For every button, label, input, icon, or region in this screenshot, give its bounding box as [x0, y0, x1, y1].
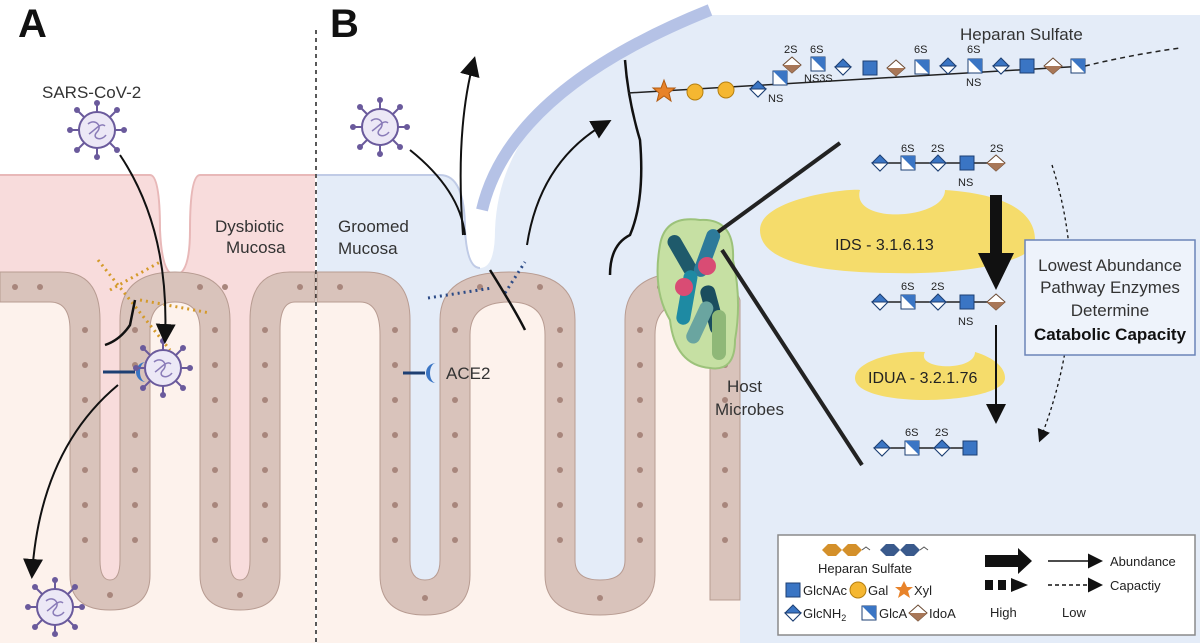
legend-high: High	[990, 605, 1017, 620]
hs-chain-main	[627, 47, 1181, 103]
villus-epithelium-a	[0, 271, 316, 611]
panel-a-letter: A	[18, 2, 47, 46]
glca-icon	[861, 605, 877, 621]
s1-6s: 6S	[901, 143, 914, 155]
virus-bound-icon	[132, 337, 194, 399]
callout-line-2: Pathway Enzymes	[1040, 278, 1180, 297]
legend-gal: Gal	[868, 583, 888, 598]
mod-6s-2: 6S	[914, 44, 927, 56]
ace2-receptor-b	[403, 363, 436, 383]
idua-enzyme-shape	[855, 351, 1005, 400]
mod-6s-3: 6S	[967, 44, 980, 56]
xyl-icon	[895, 581, 913, 598]
nuclei-a	[12, 284, 303, 598]
ace2-label: ACE2	[446, 364, 490, 383]
panel-b-letter: B	[330, 2, 359, 46]
mod-2s-1: 2S	[784, 44, 797, 56]
legend-thick-dashed-arrow	[1011, 578, 1028, 592]
glcnac-icon	[785, 582, 801, 598]
mod-ns3s: NS3S	[804, 73, 833, 85]
mod-ns-2: NS	[966, 77, 981, 89]
host-microbes	[656, 218, 740, 370]
nuclei-b	[337, 284, 728, 601]
legend-glca: GlcA	[879, 606, 908, 621]
legend-abundance: Abundance	[1110, 554, 1176, 569]
infection-arrow	[119, 154, 176, 344]
idua-enzyme-label: IDUA - 3.2.1.76	[868, 370, 977, 387]
legend: Heparan Sulfate GlcNAc Gal Xyl GlcNH2 Gl…	[777, 534, 1196, 636]
hs-chain-a	[104, 299, 137, 347]
mod-6s-1: 6S	[810, 44, 823, 56]
dotted-chain-b2	[503, 261, 527, 294]
callout-box	[1024, 239, 1196, 356]
cleaved-chain-b	[488, 269, 527, 331]
hs-fragment-3	[873, 439, 978, 457]
s1-ns: NS	[958, 177, 973, 189]
virus-released-icon	[24, 576, 86, 638]
legend-glcnac: GlcNAc	[803, 583, 848, 598]
legend-hs-blue	[880, 544, 929, 556]
zoom-line-top	[716, 141, 842, 234]
callout-line-4: Catabolic Capacity	[1034, 325, 1187, 344]
legend-glcnh2: GlcNH2	[803, 606, 846, 623]
virus-icon-b	[349, 96, 411, 158]
panel-a: A SARS-CoV-2 Dysbiotic Mucosa	[0, 0, 316, 643]
release-arrow	[23, 384, 119, 579]
ids-enzyme-shape	[760, 189, 1035, 274]
panel-b: ACE2 Host Microbes Groomed Mucosa B	[316, 2, 1200, 643]
callout-line-3: Determine	[1071, 301, 1149, 320]
s3-2s: 2S	[935, 427, 948, 439]
hs-fragment-1	[871, 154, 1006, 172]
mod-ns-1: NS	[768, 93, 783, 105]
callout-line-1: Lowest Abundance	[1038, 256, 1182, 275]
s2-ns: NS	[958, 316, 973, 328]
ids-enzyme-label: IDS - 3.1.6.13	[835, 237, 934, 254]
hs-fragment-2	[871, 293, 1006, 311]
virus-icon	[66, 99, 128, 161]
dysbiotic-label-2: Mucosa	[226, 238, 286, 257]
groomed-label-1: Groomed	[338, 217, 409, 236]
legend-hs-orange	[822, 544, 871, 556]
legend-thick-arrow	[985, 548, 1032, 574]
gal-icon	[849, 581, 867, 599]
s2-2s: 2S	[931, 281, 944, 293]
legend-idoa: IdoA	[929, 606, 956, 621]
s1-2s-b: 2S	[990, 143, 1003, 155]
hs-chain-b	[608, 59, 643, 276]
s3-6s: 6S	[905, 427, 918, 439]
zoom-line-bottom	[720, 248, 864, 467]
groomed-label-2: Mucosa	[338, 239, 398, 258]
legend-hs-label: Heparan Sulfate	[818, 561, 912, 576]
microbes-label-1: Host	[727, 377, 762, 396]
virus-label: SARS-CoV-2	[42, 83, 141, 102]
shedding-arrow	[526, 120, 612, 246]
virus-path-b	[409, 149, 466, 236]
s1-2s: 2S	[931, 143, 944, 155]
legend-low: Low	[1062, 605, 1086, 620]
legend-capacity: Capactiy	[1110, 578, 1161, 593]
hs-chain-title: Heparan Sulfate	[960, 25, 1083, 44]
dysbiotic-label-1: Dysbiotic	[215, 217, 284, 236]
villus-epithelium-b	[316, 271, 741, 616]
microbes-label-2: Microbes	[715, 400, 784, 419]
high-abundance-arrow	[978, 195, 1014, 290]
legend-xyl: Xyl	[914, 583, 932, 598]
s2-6s: 6S	[901, 281, 914, 293]
virus-deflect-arrow	[459, 56, 480, 236]
